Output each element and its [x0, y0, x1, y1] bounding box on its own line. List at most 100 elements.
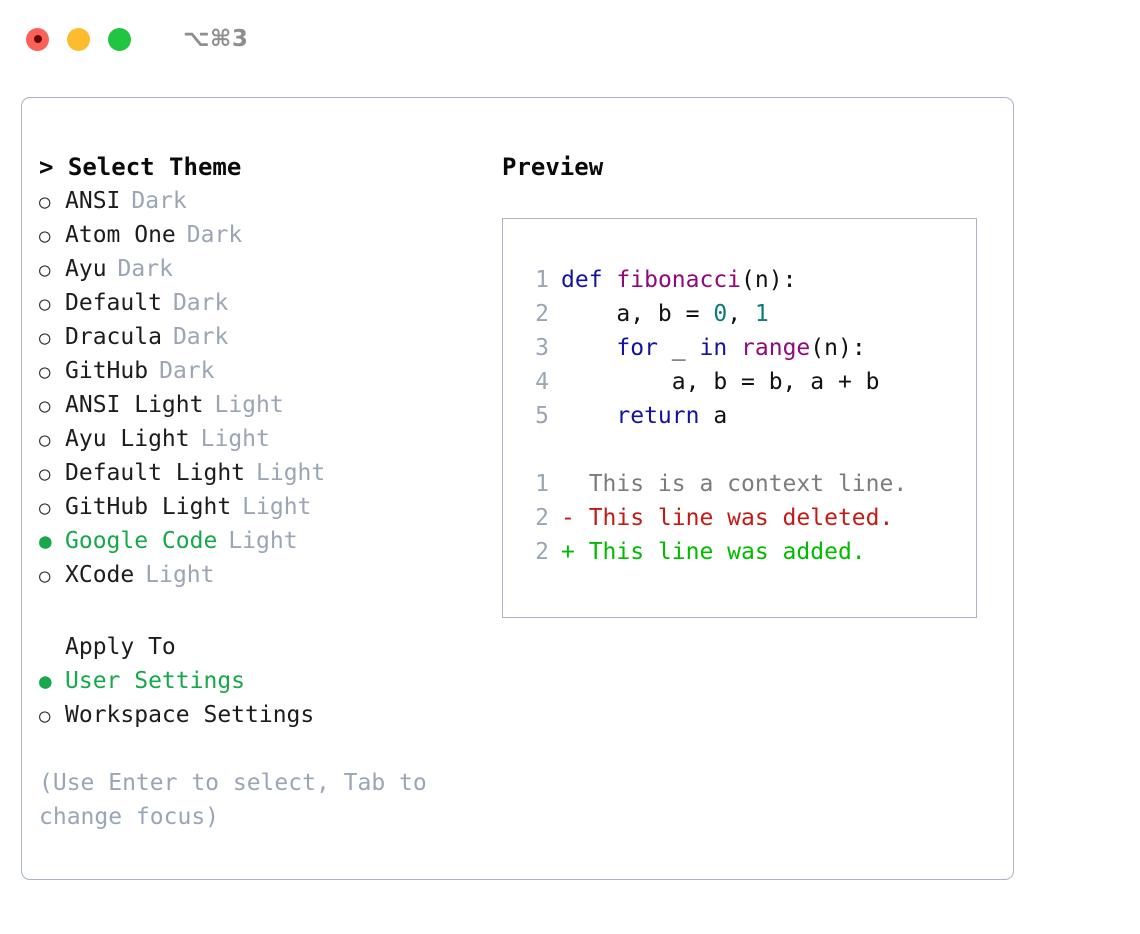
diff-preview: 1 This is a context line. 2 - This line wa… — [503, 467, 976, 569]
theme-variant-tag: Light — [200, 426, 270, 452]
diff-line-text: This is a context line. — [561, 471, 908, 497]
theme-variant-tag: Dark — [131, 188, 187, 214]
theme-option-label: XCode — [65, 562, 135, 588]
code-token-plain: a, b = — [561, 301, 714, 327]
theme-option-dracula[interactable]: ○ Dracula Dark — [39, 320, 489, 354]
close-button-icon[interactable] — [26, 27, 49, 51]
code-token-kw: return — [616, 403, 700, 429]
diff-line-add: 2 + This line was added. — [503, 535, 976, 569]
diff-line-ctx: 1 This is a context line. — [503, 467, 976, 501]
theme-option-github-light[interactable]: ○ GitHub Light Light — [39, 490, 489, 524]
theme-option-label: ANSI — [65, 188, 121, 214]
theme-variant-tag: Dark — [117, 256, 173, 282]
apply-to-option-label: Workspace Settings — [65, 702, 315, 728]
code-line-text: a, b = 0, 1 — [549, 297, 768, 331]
theme-option-label: Default Light — [65, 460, 246, 486]
keyboard-hint-text: (Use Enter to select, Tab to change focu… — [39, 770, 441, 830]
code-line-text: for _ in range(n): — [549, 331, 866, 365]
diff-line-text: - This line was deleted. — [561, 505, 894, 531]
code-line-text: def fibonacci(n): — [549, 263, 796, 297]
apply-to-option-workspace-settings[interactable]: ○ Workspace Settings — [39, 698, 489, 732]
code-token-num: 0 — [713, 301, 728, 327]
code-token-plain — [561, 335, 616, 361]
diff-line-number: 2 — [535, 539, 549, 565]
section-spacer — [39, 592, 489, 630]
code-line-number: 4 — [535, 369, 549, 395]
keyboard-shortcut-label: ⌥⌘3 — [183, 26, 249, 52]
theme-variant-tag: Light — [242, 494, 312, 520]
theme-option-github[interactable]: ○ GitHub Dark — [39, 354, 489, 388]
code-token-plain — [561, 403, 616, 429]
code-token-plain: a — [699, 403, 728, 429]
diff-line-number: 1 — [535, 471, 549, 497]
apply-to-list[interactable]: ●User Settings ○ Workspace Settings — [39, 664, 489, 732]
theme-option-xcode[interactable]: ○ XCode Light — [39, 558, 489, 592]
theme-option-label: Atom One — [65, 222, 176, 248]
radio-unselected-icon: ○ — [39, 361, 51, 383]
code-line: 3 for _ in range(n): — [503, 331, 976, 365]
apply-to-option-label: User Settings — [65, 668, 246, 694]
code-diff-separator — [503, 433, 976, 467]
radio-unselected-icon: ○ — [39, 293, 51, 315]
code-token-plain: a, b = b, a + b — [561, 369, 880, 395]
theme-variant-tag: Light — [256, 460, 326, 486]
theme-option-label: GitHub — [65, 358, 149, 384]
code-line: 4 a, b = b, a + b — [503, 365, 976, 399]
radio-unselected-icon: ○ — [39, 565, 51, 587]
radio-unselected-icon: ○ — [39, 705, 51, 727]
radio-unselected-icon: ○ — [39, 395, 51, 417]
apply-to-option-user-settings[interactable]: ●User Settings — [39, 664, 489, 698]
code-line-number: 2 — [535, 301, 549, 327]
theme-option-label: Dracula — [65, 324, 162, 350]
theme-option-ansi-light[interactable]: ○ ANSI Light Light — [39, 388, 489, 422]
code-line-text: return a — [549, 399, 727, 433]
preview-heading: Preview — [502, 153, 604, 181]
code-line-number: 1 — [535, 267, 549, 293]
code-token-plain — [727, 335, 741, 361]
theme-variant-tag: Light — [214, 392, 284, 418]
minimize-button-icon[interactable] — [67, 27, 90, 51]
diff-line-del: 2 - This line was deleted. — [503, 501, 976, 535]
theme-option-label: ANSI Light — [65, 392, 204, 418]
code-token-fn: fibonacci — [616, 267, 742, 293]
theme-option-label: GitHub Light — [65, 494, 232, 520]
code-line: 5 return a — [503, 399, 976, 433]
code-token-plain: _ — [657, 335, 700, 361]
theme-variant-tag: Dark — [159, 358, 215, 384]
code-line-number: 3 — [535, 335, 549, 361]
diff-line-number: 2 — [535, 505, 549, 531]
theme-option-label: Default — [65, 290, 162, 316]
code-token-kw: for — [616, 335, 658, 361]
apply-to-heading: Apply To — [65, 634, 176, 660]
theme-variant-tag: Light — [145, 562, 215, 588]
code-token-kw: def — [561, 267, 603, 293]
window-controls — [26, 27, 131, 51]
code-line-text: a, b = b, a + b — [549, 365, 880, 399]
theme-variant-tag: Dark — [186, 222, 243, 248]
close-icon-center — [33, 35, 42, 43]
radio-unselected-icon: ○ — [39, 327, 51, 349]
radio-unselected-icon: ○ — [39, 497, 51, 519]
title-bar: ⌥⌘3 — [0, 0, 1140, 78]
code-token-fn: range — [741, 335, 811, 361]
theme-variant-tag: Dark — [172, 324, 229, 350]
code-line: 2 a, b = 0, 1 — [503, 297, 976, 331]
theme-option-label: Ayu Light — [65, 426, 190, 452]
diff-line-text: + This line was added. — [561, 539, 866, 565]
code-token-plain: (n): — [810, 335, 866, 361]
hint-spacer — [39, 732, 489, 766]
radio-unselected-icon: ○ — [39, 259, 51, 281]
radio-selected-icon: ● — [39, 529, 52, 553]
maximize-button-icon[interactable] — [108, 27, 131, 51]
